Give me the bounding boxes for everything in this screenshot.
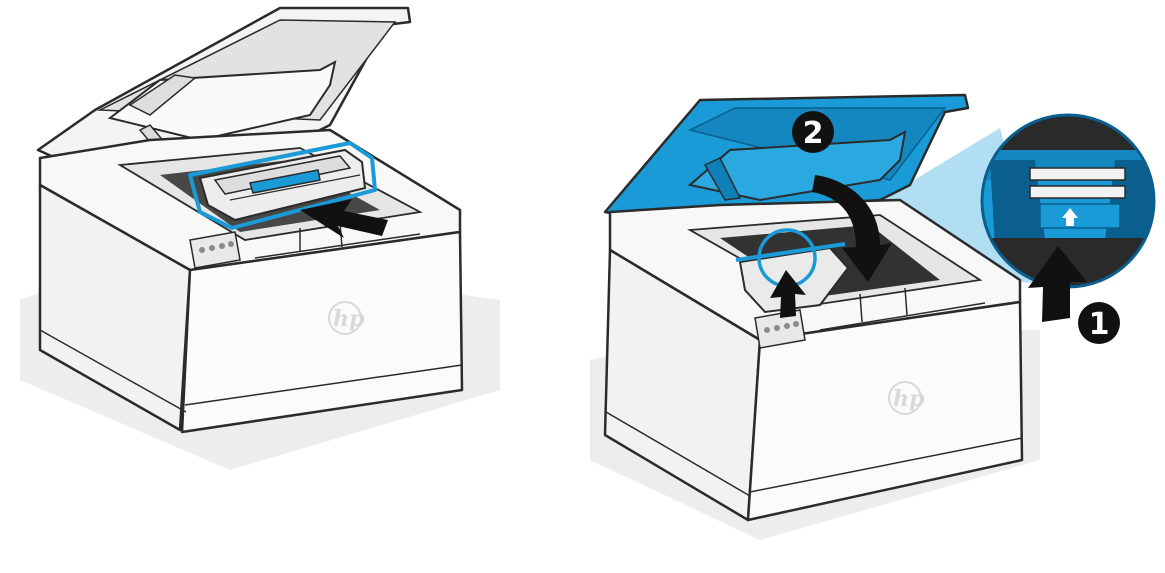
hp-logo-right: hp <box>893 386 925 412</box>
control-button <box>209 245 215 251</box>
tape-strip <box>1030 186 1125 198</box>
step-2-label: 2 <box>803 116 824 151</box>
control-button <box>784 323 790 329</box>
hp-logo-left: hp <box>333 306 365 332</box>
tape-strip <box>1030 168 1125 180</box>
control-button <box>793 321 799 327</box>
step-marker-1: 1 <box>1078 302 1120 344</box>
control-button <box>764 327 770 333</box>
step-marker-2: 2 <box>792 111 834 153</box>
control-button <box>219 243 225 249</box>
control-button <box>199 247 205 253</box>
control-button <box>774 325 780 331</box>
printer-right: hp <box>590 95 1160 540</box>
printer-left: hp <box>20 8 500 470</box>
step-1-label: 1 <box>1089 307 1110 342</box>
control-button <box>228 241 234 247</box>
